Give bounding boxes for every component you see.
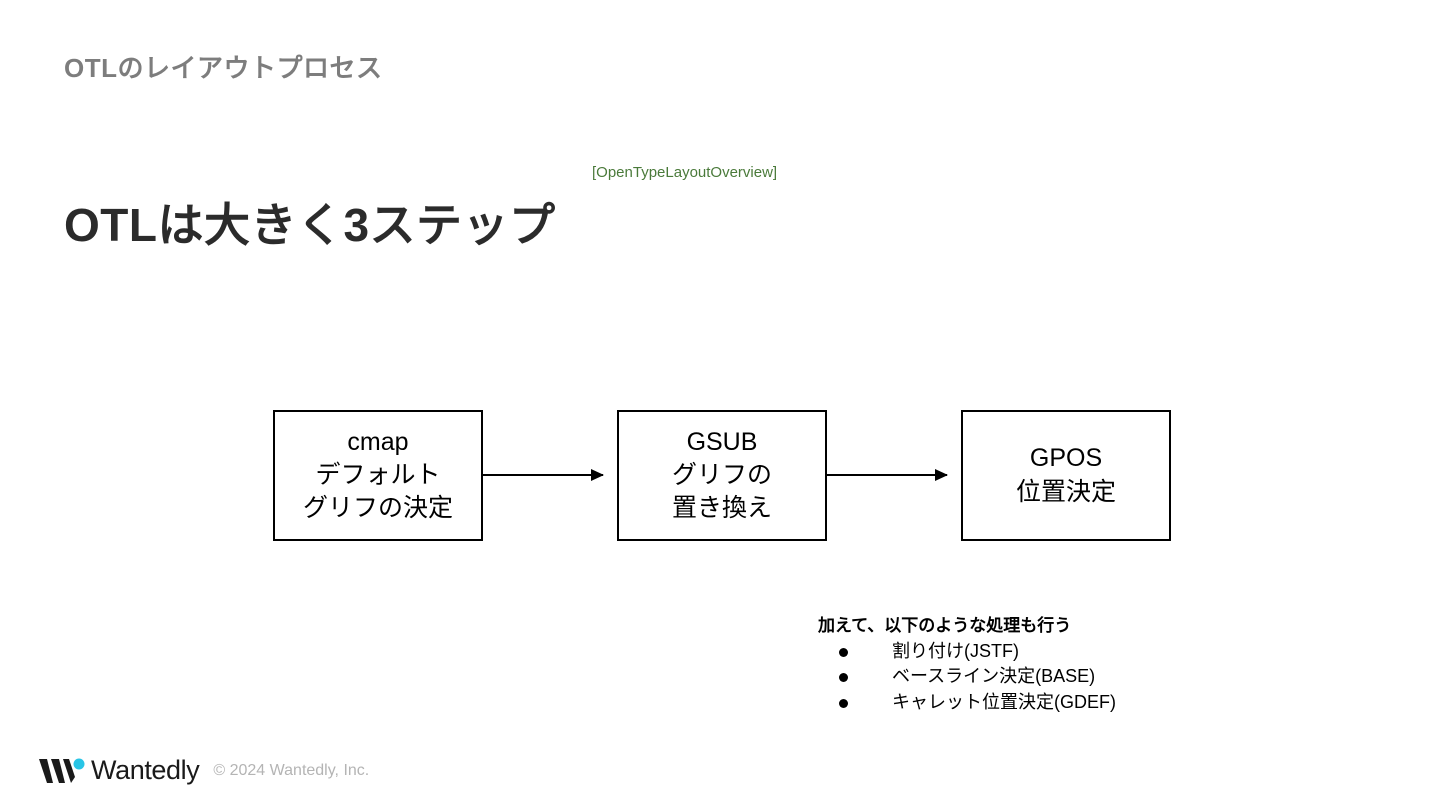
flow-box-cmap-line-1: cmap: [347, 427, 409, 456]
list-item-label: キャレット位置決定(GDEF): [892, 691, 1116, 712]
wantedly-logo: Wantedly: [38, 755, 200, 786]
wantedly-wordmark: Wantedly: [91, 755, 200, 785]
source-reference-note: [OpenTypeLayoutOverview]: [592, 164, 778, 181]
slide-footer: Wantedly © 2024 Wantedly, Inc.: [38, 755, 369, 786]
flow-box-cmap-line-3: グリフの決定: [302, 494, 453, 523]
flow-box-gsub-line-3: 置き換え: [671, 494, 772, 523]
connector-cmap-to-gsub: [483, 469, 604, 481]
flow-box-cmap-line-2: デフォルト: [315, 460, 441, 489]
arrow-right-icon: [591, 469, 604, 481]
bullet-icon: [839, 698, 848, 708]
slide-header: OTLのレイアウトプロセス: [64, 53, 383, 83]
copyright-text: © 2024 Wantedly, Inc.: [213, 761, 370, 779]
bullet-icon: [839, 673, 848, 683]
flow-box-cmap[interactable]: cmap デフォルト グリフの決定: [273, 410, 483, 541]
list-item-label: 割り付け(JSTF): [892, 640, 1019, 661]
flow-box-gsub-line-2: グリフの: [671, 460, 772, 489]
bullet-icon: [839, 647, 848, 657]
flow-box-gpos[interactable]: GPOS 位置決定: [961, 410, 1171, 541]
arrow-right-icon: [935, 469, 948, 481]
connector-gsub-to-gpos: [827, 469, 948, 481]
notes-heading: 加えて、以下のような処理も行う: [818, 616, 1072, 635]
flow-box-gpos-line-2: 位置決定: [1015, 477, 1116, 506]
page-title: OTLは大きく3ステップ: [64, 198, 556, 251]
list-item: ベースライン決定(BASE): [818, 664, 1116, 690]
notes-list: 割り付け(JSTF) ベースライン決定(BASE) キャレット位置決定(GDEF…: [818, 639, 1116, 716]
list-item-label: ベースライン決定(BASE): [892, 666, 1096, 687]
additional-notes: 加えて、以下のような処理も行う 割り付け(JSTF) ベースライン決定(BASE…: [818, 613, 1116, 715]
flow-box-gsub-line-1: GSUB: [686, 427, 758, 456]
flow-box-gsub[interactable]: GSUB グリフの 置き換え: [617, 410, 827, 541]
list-item: キャレット位置決定(GDEF): [818, 690, 1116, 716]
list-item: 割り付け(JSTF): [818, 639, 1116, 665]
wantedly-w-mark-icon: [39, 758, 85, 783]
flow-box-gpos-line-1: GPOS: [1029, 444, 1103, 473]
